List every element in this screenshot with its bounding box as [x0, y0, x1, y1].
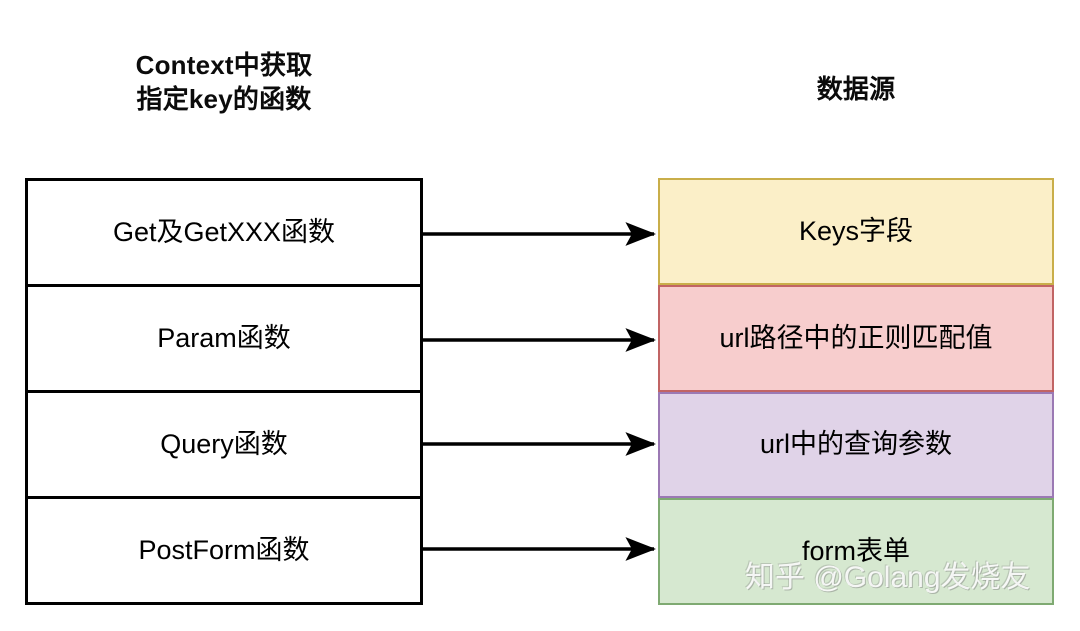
page-title-left: Context中获取 指定key的函数: [135, 50, 313, 115]
table-row: Keys字段: [658, 178, 1054, 285]
page-title-right: 数据源: [816, 74, 896, 104]
data-source-label: url中的查询参数: [759, 429, 952, 460]
table-row: url中的查询参数: [658, 391, 1054, 499]
data-sources-table: Keys字段 url路径中的正则匹配值 url中的查询参数 form表单: [658, 178, 1054, 605]
table-row: url路径中的正则匹配值: [658, 284, 1054, 392]
table-row: Get及GetXXX函数: [28, 181, 420, 287]
data-source-label: Keys字段: [798, 215, 914, 246]
data-source-label: form表单: [802, 536, 910, 567]
table-row: form表单: [658, 498, 1054, 605]
data-source-label: url路径中的正则匹配值: [719, 322, 993, 353]
function-name-label: Query函数: [160, 429, 288, 459]
table-row: Query函数: [28, 393, 420, 499]
function-name-label: Get及GetXXX函数: [112, 217, 336, 247]
table-row: PostForm函数: [28, 499, 420, 602]
function-name-label: Param函数: [157, 323, 291, 353]
function-name-label: PostForm函数: [138, 535, 310, 565]
functions-table: Get及GetXXX函数 Param函数 Query函数 PostForm函数: [25, 178, 423, 605]
table-row: Param函数: [28, 287, 420, 393]
